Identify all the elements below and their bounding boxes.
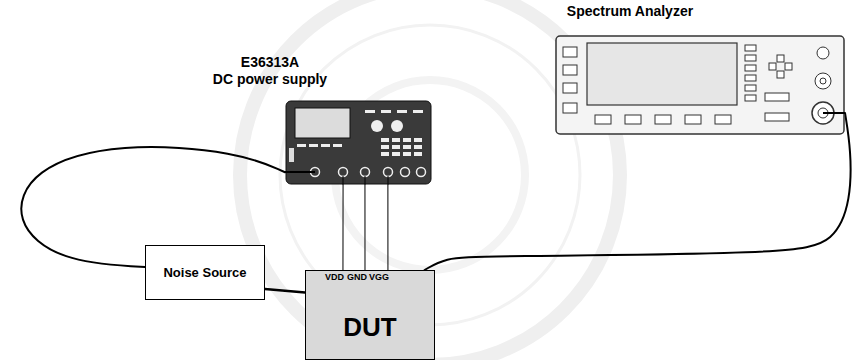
cable [364,185,365,270]
dc-power-supply: E36313ADC power supply [285,100,432,185]
box-label: DUT [343,312,396,343]
box-label: Noise Source [163,265,246,281]
spectrum-analyzer: Spectrum Analyzer [555,35,845,135]
instrument-label: Spectrum Analyzer [567,3,693,20]
pin-label: VGG [369,272,389,282]
cable [342,185,343,270]
instrument-label: DC power supply [213,71,327,88]
node-body: Noise Source [146,246,264,299]
dc-power-supply-drawing [285,100,432,185]
spectrum-analyzer-drawing [555,35,845,135]
node-heading: E36313ADC power supply [195,54,345,88]
noise-source: Noise Source [145,245,265,300]
cable [387,185,388,270]
pin-label: GND [347,272,367,282]
cable [425,113,851,270]
node-heading: Spectrum Analyzer [555,3,705,20]
instrument-label: E36313A [241,54,299,71]
node-body: DUT [306,271,434,359]
dut-box: DUT [305,270,435,360]
cable [265,289,305,293]
pin-label: VDD [325,272,344,282]
